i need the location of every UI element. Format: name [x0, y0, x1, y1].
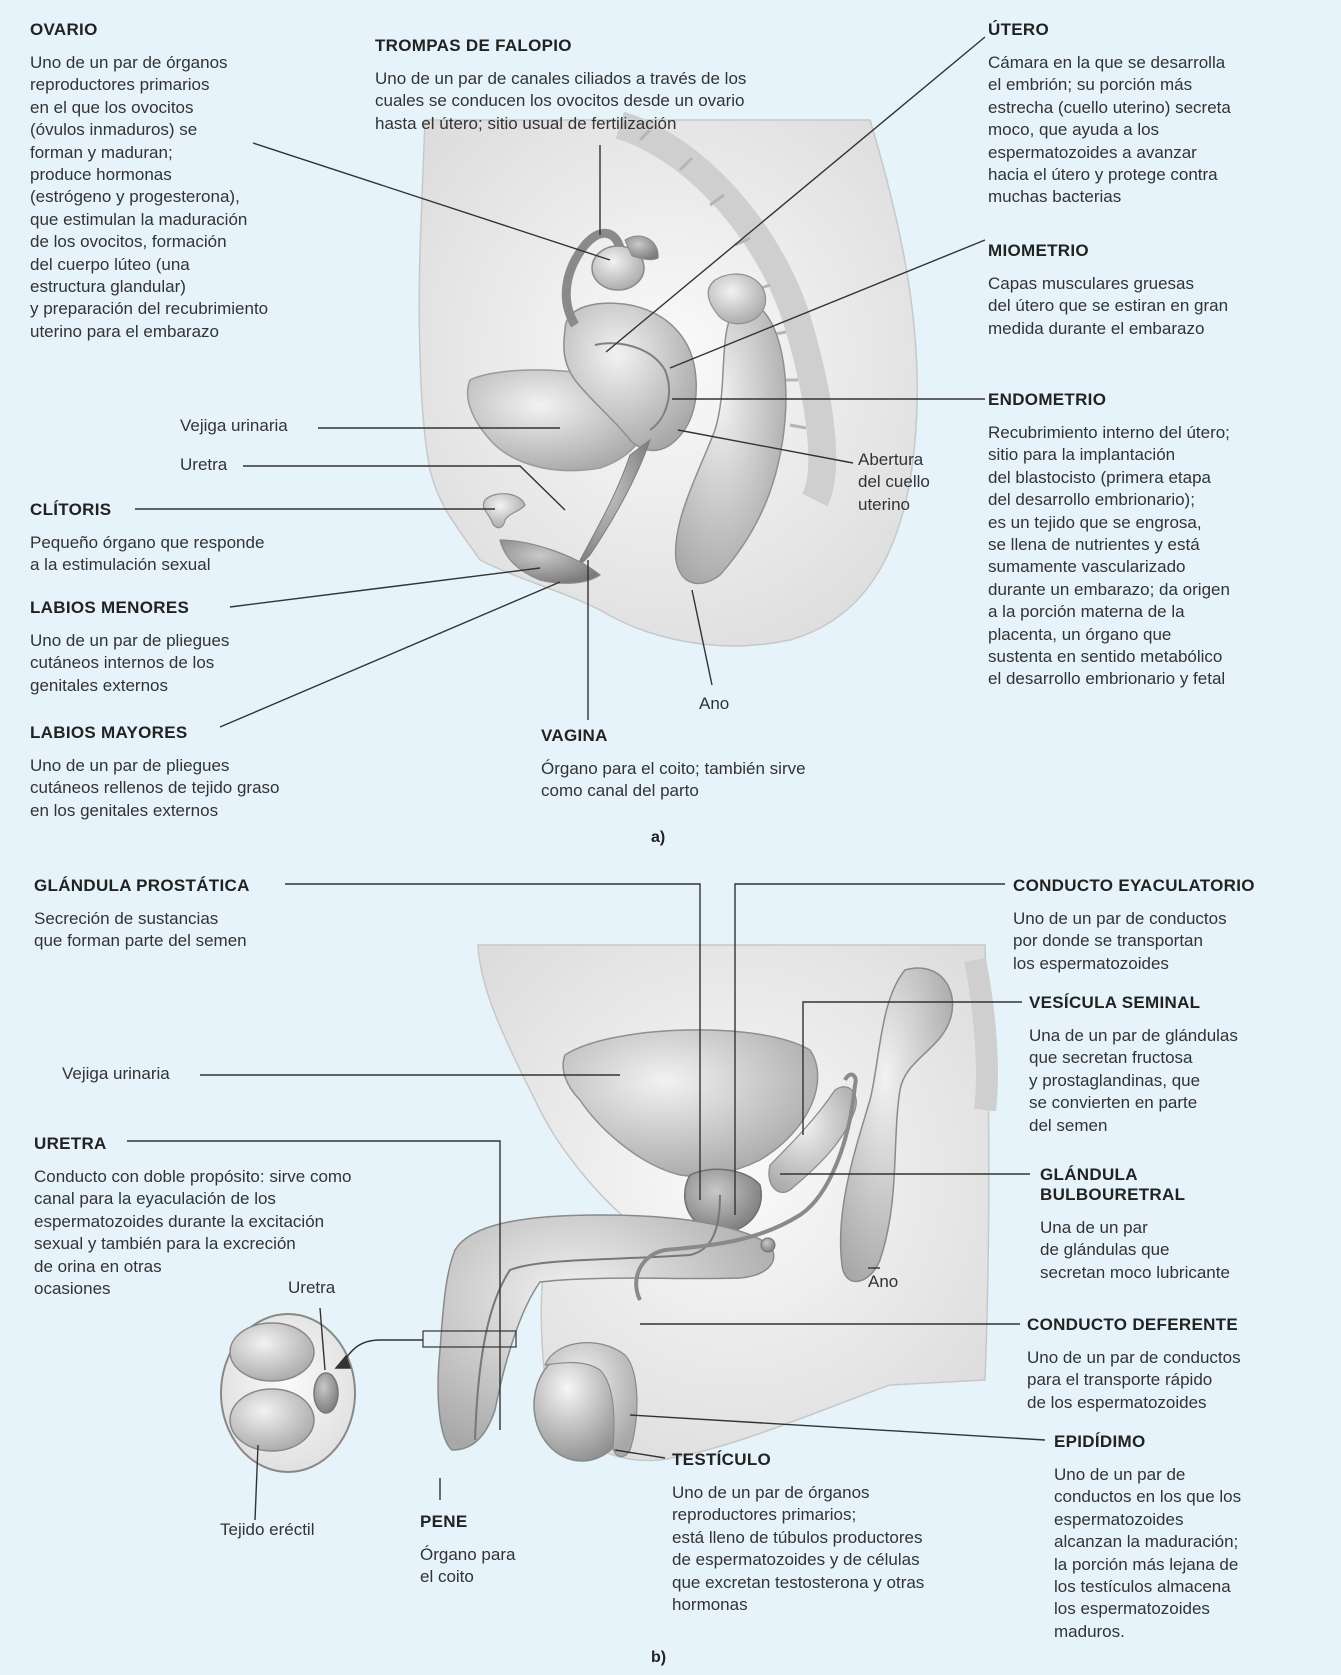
vagina-heading: VAGINA — [541, 726, 881, 746]
labios-mayores-block: LABIOS MAYORES Uno de un par de pliegues… — [30, 723, 350, 822]
eyaculatorio-block: CONDUCTO EYACULATORIO Uno de un par de c… — [1013, 876, 1333, 975]
endometrio-block: ENDOMETRIO Recubrimiento interno del úte… — [988, 390, 1308, 691]
vesicula-desc: Una de un par de glándulas que secretan … — [1029, 1025, 1339, 1137]
miometrio-desc: Capas musculares gruesas del útero que s… — [988, 273, 1288, 340]
labios-menores-block: LABIOS MENORES Uno de un par de pliegues… — [30, 598, 330, 697]
uretra-b-heading: URETRA — [34, 1134, 434, 1154]
pene-desc: Órgano para el coito — [420, 1544, 620, 1589]
eyaculatorio-heading: CONDUCTO EYACULATORIO — [1013, 876, 1333, 896]
label-vejiga-a: Vejiga urinaria — [180, 415, 288, 437]
label-abertura: Abertura del cuello uterino — [858, 449, 930, 516]
epididimo-heading: EPIDÍDIMO — [1054, 1432, 1334, 1452]
uretra-b-desc: Conducto con doble propósito: sirve como… — [34, 1166, 434, 1300]
utero-heading: ÚTERO — [988, 20, 1288, 40]
clitoris-heading: CLÍTORIS — [30, 500, 330, 520]
ovario-block: OVARIO Uno de un par de órganos reproduc… — [30, 20, 330, 343]
female-illustration — [419, 120, 917, 646]
endometrio-desc: Recubrimiento interno del útero; sitio p… — [988, 422, 1308, 691]
testiculo-desc: Uno de un par de órganos reproductores p… — [672, 1482, 992, 1616]
trompas-heading: TROMPAS DE FALOPIO — [375, 36, 835, 56]
utero-block: ÚTERO Cámara en la que se desarrolla el … — [988, 20, 1288, 209]
erectile-tissue-lower — [230, 1389, 314, 1451]
vagina-desc: Órgano para el coito; también sirve como… — [541, 758, 881, 803]
label-uretra-a: Uretra — [180, 454, 227, 476]
testiculo-heading: TESTÍCULO — [672, 1450, 992, 1470]
trompas-desc: Uno de un par de canales ciliados a trav… — [375, 68, 835, 135]
uretra-b-block: URETRA Conducto con doble propósito: sir… — [34, 1134, 434, 1300]
ovario-desc: Uno de un par de órganos reproductores p… — [30, 52, 330, 343]
deferente-block: CONDUCTO DEFERENTE Uno de un par de cond… — [1027, 1315, 1337, 1414]
endometrio-heading: ENDOMETRIO — [988, 390, 1308, 410]
miometrio-block: MIOMETRIO Capas musculares gruesas del ú… — [988, 241, 1288, 340]
clitoris-desc: Pequeño órgano que responde a la estimul… — [30, 532, 330, 577]
bulbourethral-gland — [761, 1238, 775, 1252]
labios-mayores-desc: Uno de un par de pliegues cutáneos relle… — [30, 755, 350, 822]
labios-menores-desc: Uno de un par de pliegues cutáneos inter… — [30, 630, 330, 697]
cross-section-arrow — [342, 1340, 423, 1365]
ovario-heading: OVARIO — [30, 20, 330, 40]
prostata-block: GLÁNDULA PROSTÁTICA Secreción de sustanc… — [34, 876, 334, 953]
vagina-block: VAGINA Órgano para el coito; también sir… — [541, 726, 881, 803]
epididimo-block: EPIDÍDIMO Uno de un par de conductos en … — [1054, 1432, 1334, 1643]
erectile-tissue-upper — [230, 1323, 314, 1381]
trompas-block: TROMPAS DE FALOPIO Uno de un par de cana… — [375, 36, 835, 135]
bulbouretral-desc: Una de un par de glándulas que secretan … — [1040, 1217, 1330, 1284]
utero-desc: Cámara en la que se desarrolla el embrió… — [988, 52, 1288, 209]
caption-a: a) — [651, 829, 665, 847]
label-ano-a: Ano — [699, 693, 729, 715]
caption-b: b) — [651, 1649, 666, 1667]
vesicula-block: VESÍCULA SEMINAL Una de un par de glándu… — [1029, 993, 1339, 1137]
prostata-heading: GLÁNDULA PROSTÁTICA — [34, 876, 334, 896]
spine-b — [975, 960, 987, 1110]
eyaculatorio-desc: Uno de un par de conductos por donde se … — [1013, 908, 1333, 975]
vesicula-heading: VESÍCULA SEMINAL — [1029, 993, 1339, 1013]
label-vejiga-b: Vejiga urinaria — [62, 1063, 170, 1085]
miometrio-heading: MIOMETRIO — [988, 241, 1288, 261]
label-uretra-small: Uretra — [288, 1277, 335, 1299]
label-ano-b: Ano — [868, 1271, 898, 1293]
urethra-cross-section — [314, 1373, 338, 1413]
deferente-desc: Uno de un par de conductos para el trans… — [1027, 1347, 1337, 1414]
deferente-heading: CONDUCTO DEFERENTE — [1027, 1315, 1337, 1335]
clitoris-block: CLÍTORIS Pequeño órgano que responde a l… — [30, 500, 330, 577]
labios-mayores-heading: LABIOS MAYORES — [30, 723, 350, 743]
epididimo-desc: Uno de un par de conductos en los que lo… — [1054, 1464, 1334, 1643]
testiculo-block: TESTÍCULO Uno de un par de órganos repro… — [672, 1450, 992, 1616]
bulbouretral-heading: GLÁNDULA BULBOURETRAL — [1040, 1165, 1330, 1205]
labios-menores-heading: LABIOS MENORES — [30, 598, 330, 618]
bulbouretral-block: GLÁNDULA BULBOURETRAL Una de un par de g… — [1040, 1165, 1330, 1284]
pene-heading: PENE — [420, 1512, 620, 1532]
pene-block: PENE Órgano para el coito — [420, 1512, 620, 1589]
prostata-desc: Secreción de sustancias que forman parte… — [34, 908, 334, 953]
label-tejido: Tejido eréctil — [220, 1519, 315, 1541]
